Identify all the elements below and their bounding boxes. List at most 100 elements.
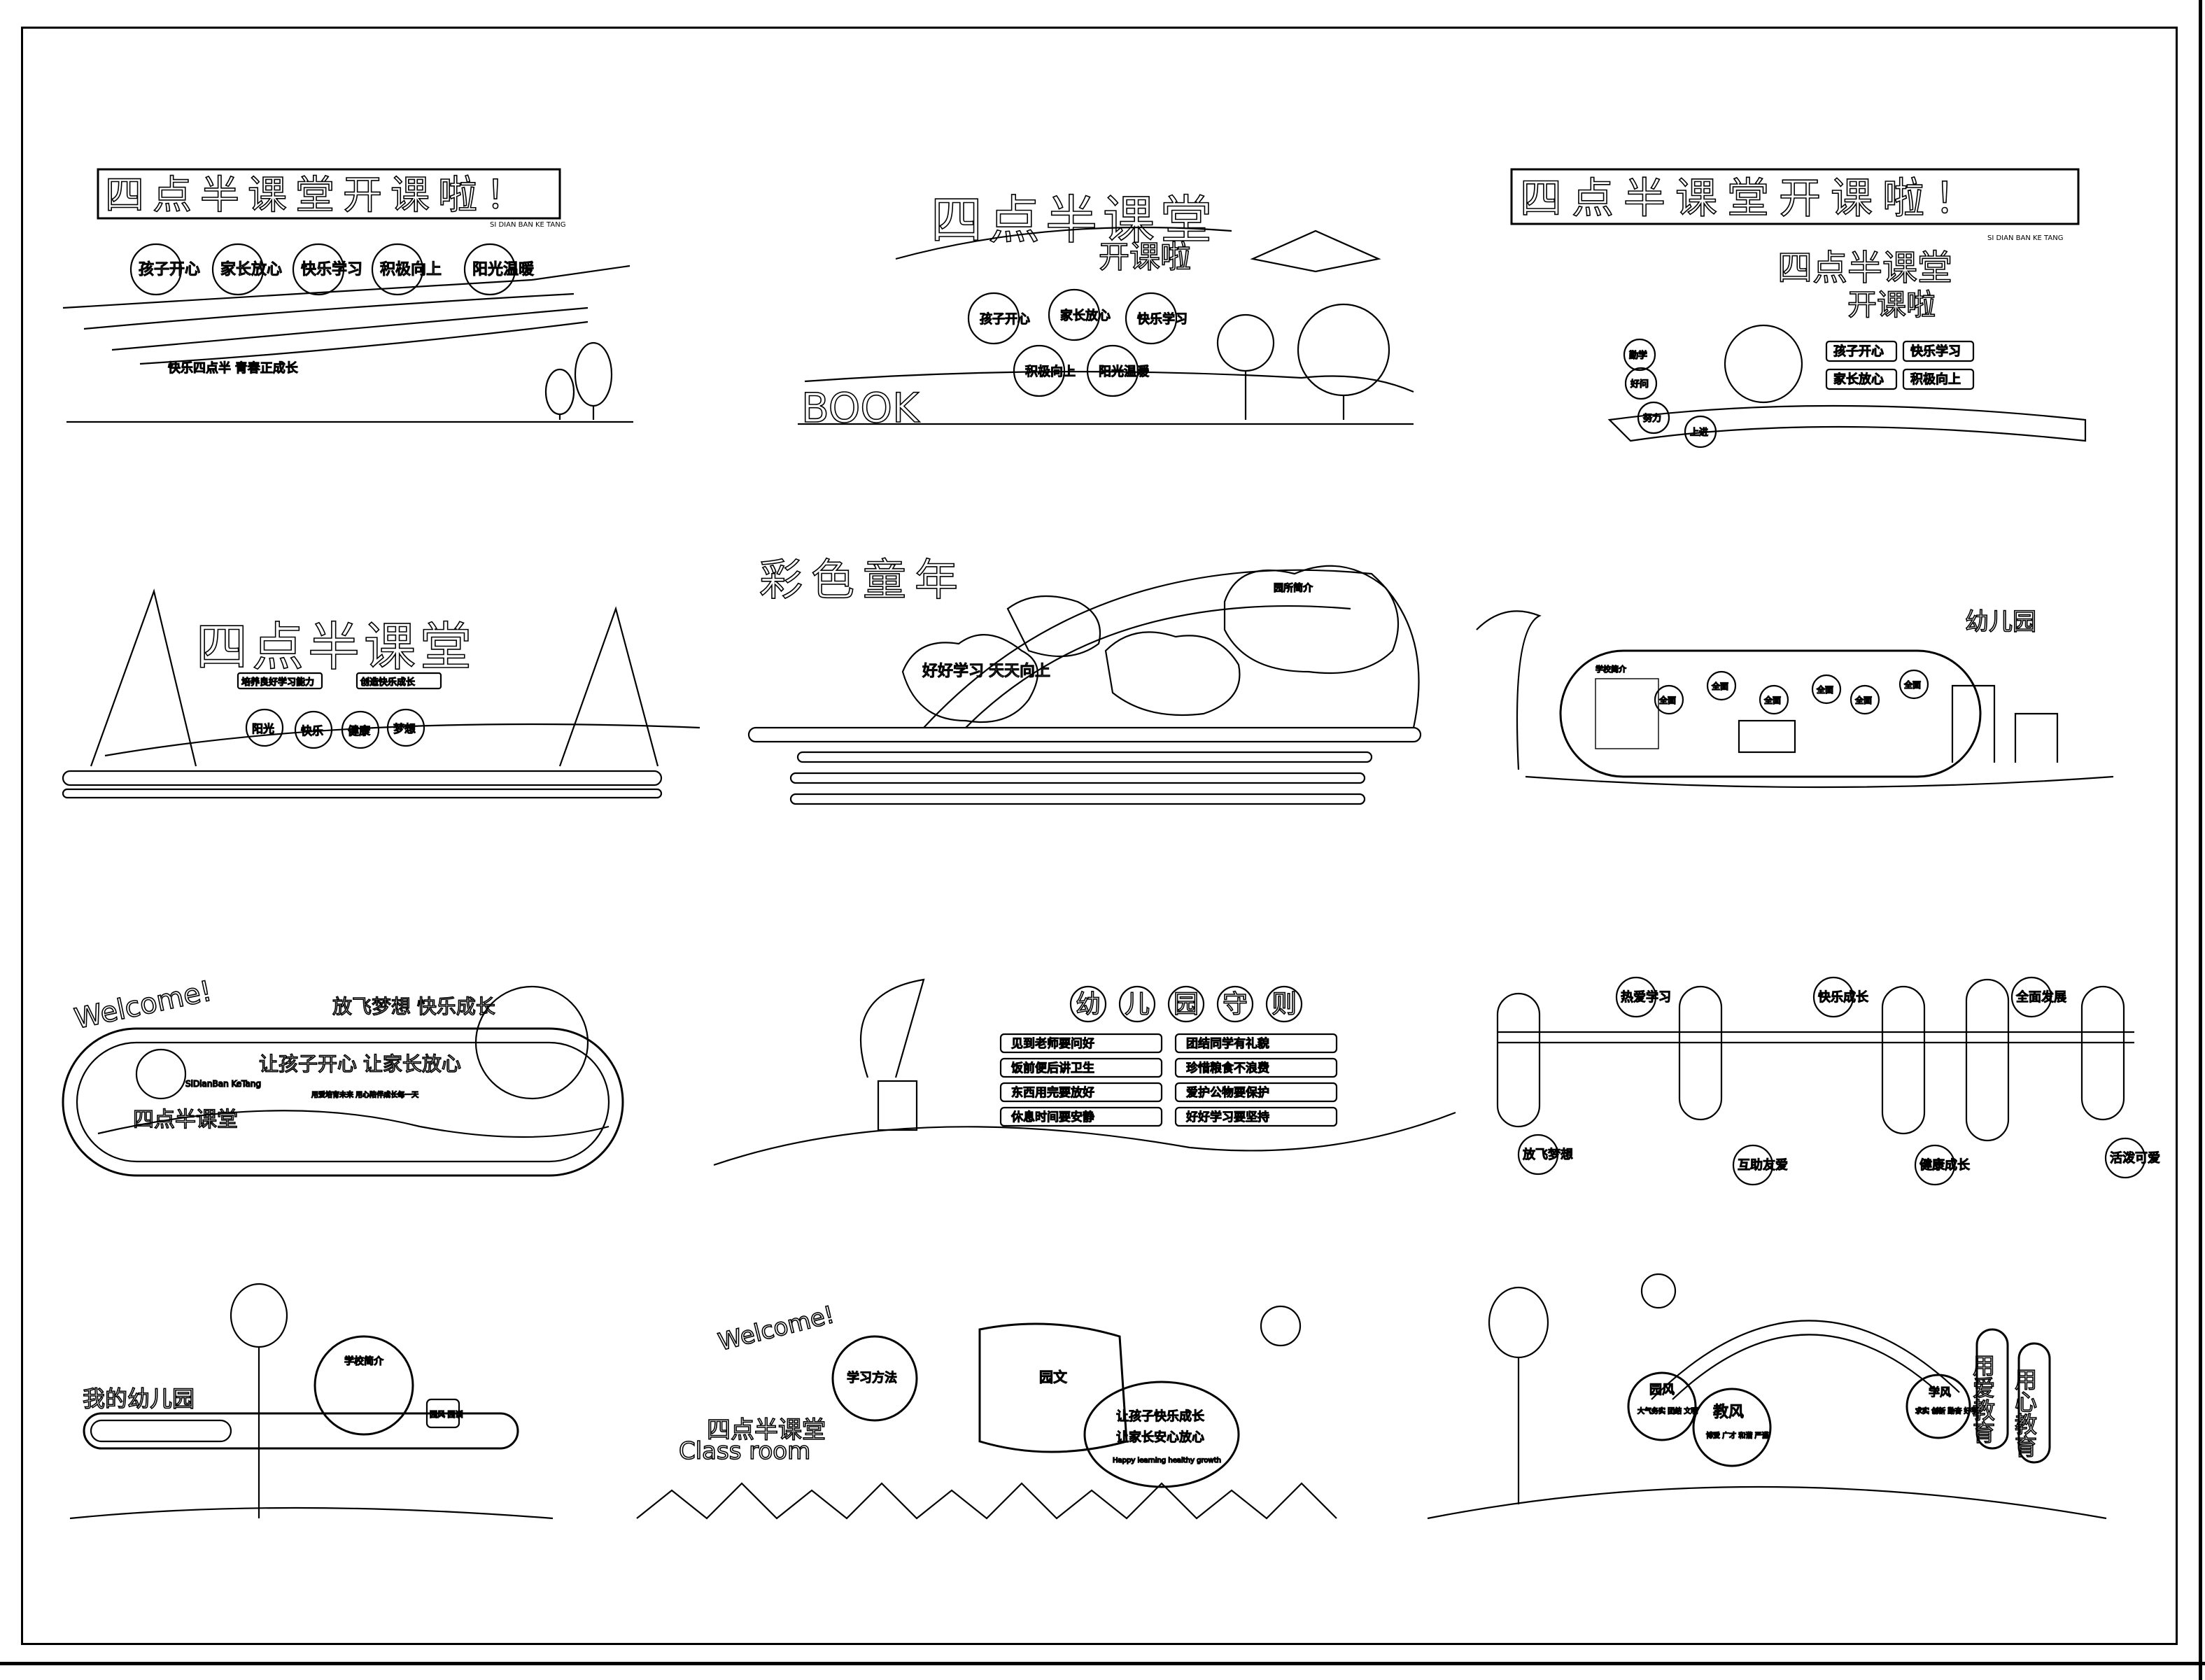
- panel-12-right-label: 学风: [1929, 1385, 1951, 1399]
- panel-2-subtitle: 开课啦: [1099, 239, 1191, 275]
- panel-7-pinyin: SiDianBan KeTang: [185, 1079, 261, 1089]
- panel-8: 幼儿园守则 见到老师要问好 饭前便后讲卫生 东西用完要放好 休息时间要安静 团结…: [713, 978, 1456, 1166]
- panel-8-rule-l1: 见到老师要问好: [1011, 1037, 1094, 1051]
- panel-2: 四点半课堂 开课啦 孩子开心 家长放心 快乐学习 积极向上 阳光温暖 BOOK: [798, 190, 1414, 432]
- panel-9-circle-5: 互助友爱: [1738, 1158, 1788, 1173]
- panel-5: 彩色童年 好好学习 天天向上 园所简介: [747, 553, 1422, 805]
- panel-1: 四点半课堂开课啦！ SI DIAN BAN KE TANG 孩子开心 家长放心 …: [62, 168, 633, 423]
- panel-8-title-circles: [1069, 985, 1303, 1023]
- panel-7-frame-inner: [76, 1041, 610, 1163]
- panel-1-trees: [544, 341, 613, 420]
- panel-1-badge-4: 积极向上: [380, 261, 442, 278]
- panel-10-tag: 园风 园训: [430, 1410, 463, 1419]
- panel-11-title-en: Class room: [679, 1437, 810, 1465]
- panel-11-center-board: [978, 1322, 1128, 1453]
- panel-6: 幼儿园 学校简介 全面 全面 全面 全面 全面 全面: [1476, 607, 2114, 789]
- panel-3-circle-2: 好问: [1630, 379, 1649, 390]
- panel-12-pillar-2: [2017, 1342, 2051, 1464]
- panel-12-right-circle: [1905, 1374, 1971, 1439]
- panel-1-slogan: 快乐四点半 青春正成长: [168, 361, 298, 376]
- panel-10-board-title: 学校简介: [344, 1355, 383, 1367]
- panel-4-title: 四点半课堂: [196, 617, 476, 677]
- panel-2-badge-3: 快乐学习: [1137, 312, 1188, 327]
- panel-1-badges: [129, 243, 516, 296]
- panel-12-mid-circle: [1692, 1388, 1772, 1467]
- panel-12-pillar-1: [1975, 1328, 2009, 1450]
- panel-5-title: 彩色童年: [759, 554, 966, 605]
- panel-12-sun: [1640, 1273, 1677, 1309]
- panel-12-left-circle: [1627, 1371, 1697, 1441]
- panel-6-step-3: 全面: [1764, 695, 1781, 705]
- panel-3: 四点半课堂开课啦！ SI DIAN BAN KE TANG 四点半课堂 开课啦 …: [1510, 168, 2087, 449]
- panel-7-note: 用爱培育未来 用心陪伴成长每一天: [311, 1090, 418, 1099]
- panel-8-rule-l2: 饭前便后讲卫生: [1011, 1061, 1094, 1075]
- panel-9-circle-4: 放飞梦想: [1523, 1148, 1573, 1162]
- panel-12-left-text: 大气务实 团结 文明: [1637, 1406, 1698, 1416]
- panel-7-tree: [474, 985, 589, 1100]
- panel-8-hill: [713, 1111, 1456, 1166]
- panel-2-badge-1: 孩子开心: [980, 312, 1030, 327]
- panel-7-welcome: Welcome!: [72, 975, 215, 1035]
- panel-1-title: 四点半课堂开课啦！: [105, 173, 533, 218]
- panel-5-info-title: 园所简介: [1274, 582, 1313, 594]
- panel-8-rule-l4: 休息时间要安静: [1011, 1110, 1094, 1124]
- panel-3-tag-3: 家长放心: [1833, 372, 1884, 387]
- panel-3-tag-4: 积极向上: [1910, 372, 1961, 387]
- panel-4-badge-3: 健康: [348, 724, 370, 737]
- panel-12-ground: [1427, 1485, 2107, 1520]
- panel-10-band: [83, 1412, 519, 1450]
- panel-9: 热爱学习 快乐成长 全面发展 放飞梦想 互助友爱 健康成长 活泼可爱: [1496, 976, 2161, 1186]
- panel-6-step-2: 全面: [1712, 681, 1728, 691]
- panel-12-mid-text: 博爱 广才 和谐 严谨: [1706, 1431, 1769, 1440]
- panel-11-slogan-2: 让家长安心放心: [1116, 1430, 1204, 1445]
- panel-4-base: [62, 770, 663, 786]
- panel-4-tag-1: 培养良好学习能力: [241, 677, 314, 688]
- panel-7-title: 四点半课堂: [133, 1108, 238, 1132]
- panel-7-slogan-main: 让孩子开心 让家长放心: [259, 1052, 461, 1075]
- panel-2-book-icon: [1250, 230, 1381, 273]
- panel-12-vertical-1: 用爱教育: [1969, 1354, 1996, 1443]
- panel-1-title-frame: [97, 168, 561, 220]
- panel-1-swoosh: [62, 264, 630, 309]
- panel-3-pinyin: SI DIAN BAN KE TANG: [1987, 234, 2063, 242]
- panel-5-cloud-3: [1006, 595, 1101, 658]
- panel-11-oval: [1083, 1381, 1240, 1488]
- panel-11-mountains: [636, 1482, 1337, 1520]
- panel-7-wave: [97, 1110, 610, 1138]
- panel-2-hills: [804, 371, 1414, 393]
- panel-9-circle-7: 活泼可爱: [2110, 1151, 2160, 1166]
- panel-3-tag-2: 快乐学习: [1910, 344, 1961, 359]
- panel-8-rule-r1: 团结同学有礼貌: [1186, 1037, 1269, 1051]
- panel-11-study: 学习方法: [847, 1371, 897, 1385]
- panel-6-frame: [1559, 649, 1982, 778]
- panel-12: 园风 大气务实 团结 文明 教风 博爱 广才 和谐 严谨 学风 求实 创新 勤奋…: [1427, 1273, 2107, 1520]
- panel-12-right-text: 求实 创新 勤奋 好学: [1915, 1406, 1978, 1416]
- panel-3-title: 四点半课堂开课啦！: [1520, 174, 1986, 223]
- panel-6-palm: [1476, 610, 1542, 770]
- panel-8-rule-r2: 珍惜粮食不浪费: [1186, 1061, 1269, 1075]
- panel-6-ground: [1525, 775, 2114, 789]
- panel-10-board: [314, 1335, 414, 1436]
- panel-3-circle-1: 勤学: [1629, 350, 1647, 361]
- panel-12-vertical-2: 用心教育: [2011, 1368, 2038, 1457]
- panel-4: 四点半课堂 培养良好学习能力 创造快乐成长 阳光 快乐 健康 梦想: [62, 588, 700, 799]
- panel-10-title: 我的幼儿园: [83, 1385, 195, 1412]
- panel-2-trees: [1216, 303, 1390, 420]
- panel-6-step-5: 全面: [1855, 695, 1872, 705]
- panel-2-badge-2: 家长放心: [1060, 309, 1111, 323]
- panel-3-sun: [1724, 324, 1803, 404]
- panel-5-cloud-text: 好好学习 天天向上: [922, 663, 1050, 680]
- panel-11-center: 园文: [1039, 1369, 1067, 1385]
- panel-8-title: 幼儿园守则: [1076, 990, 1320, 1019]
- panel-1-badge-5: 阳光温暖: [472, 261, 534, 278]
- panel-9-circle-3: 全面发展: [2016, 990, 2066, 1005]
- panel-5-stripe-1: [747, 726, 1422, 743]
- panel-12-left-label: 园风: [1649, 1383, 1675, 1397]
- panel-9-circle-6: 健康成长: [1919, 1158, 1970, 1173]
- bottom-border-line: [0, 1662, 2205, 1665]
- panel-5-rainbow-outer: [923, 569, 1420, 728]
- panel-4-badge-4: 梦想: [393, 722, 416, 735]
- panel-5-cloud-2: [1104, 631, 1241, 717]
